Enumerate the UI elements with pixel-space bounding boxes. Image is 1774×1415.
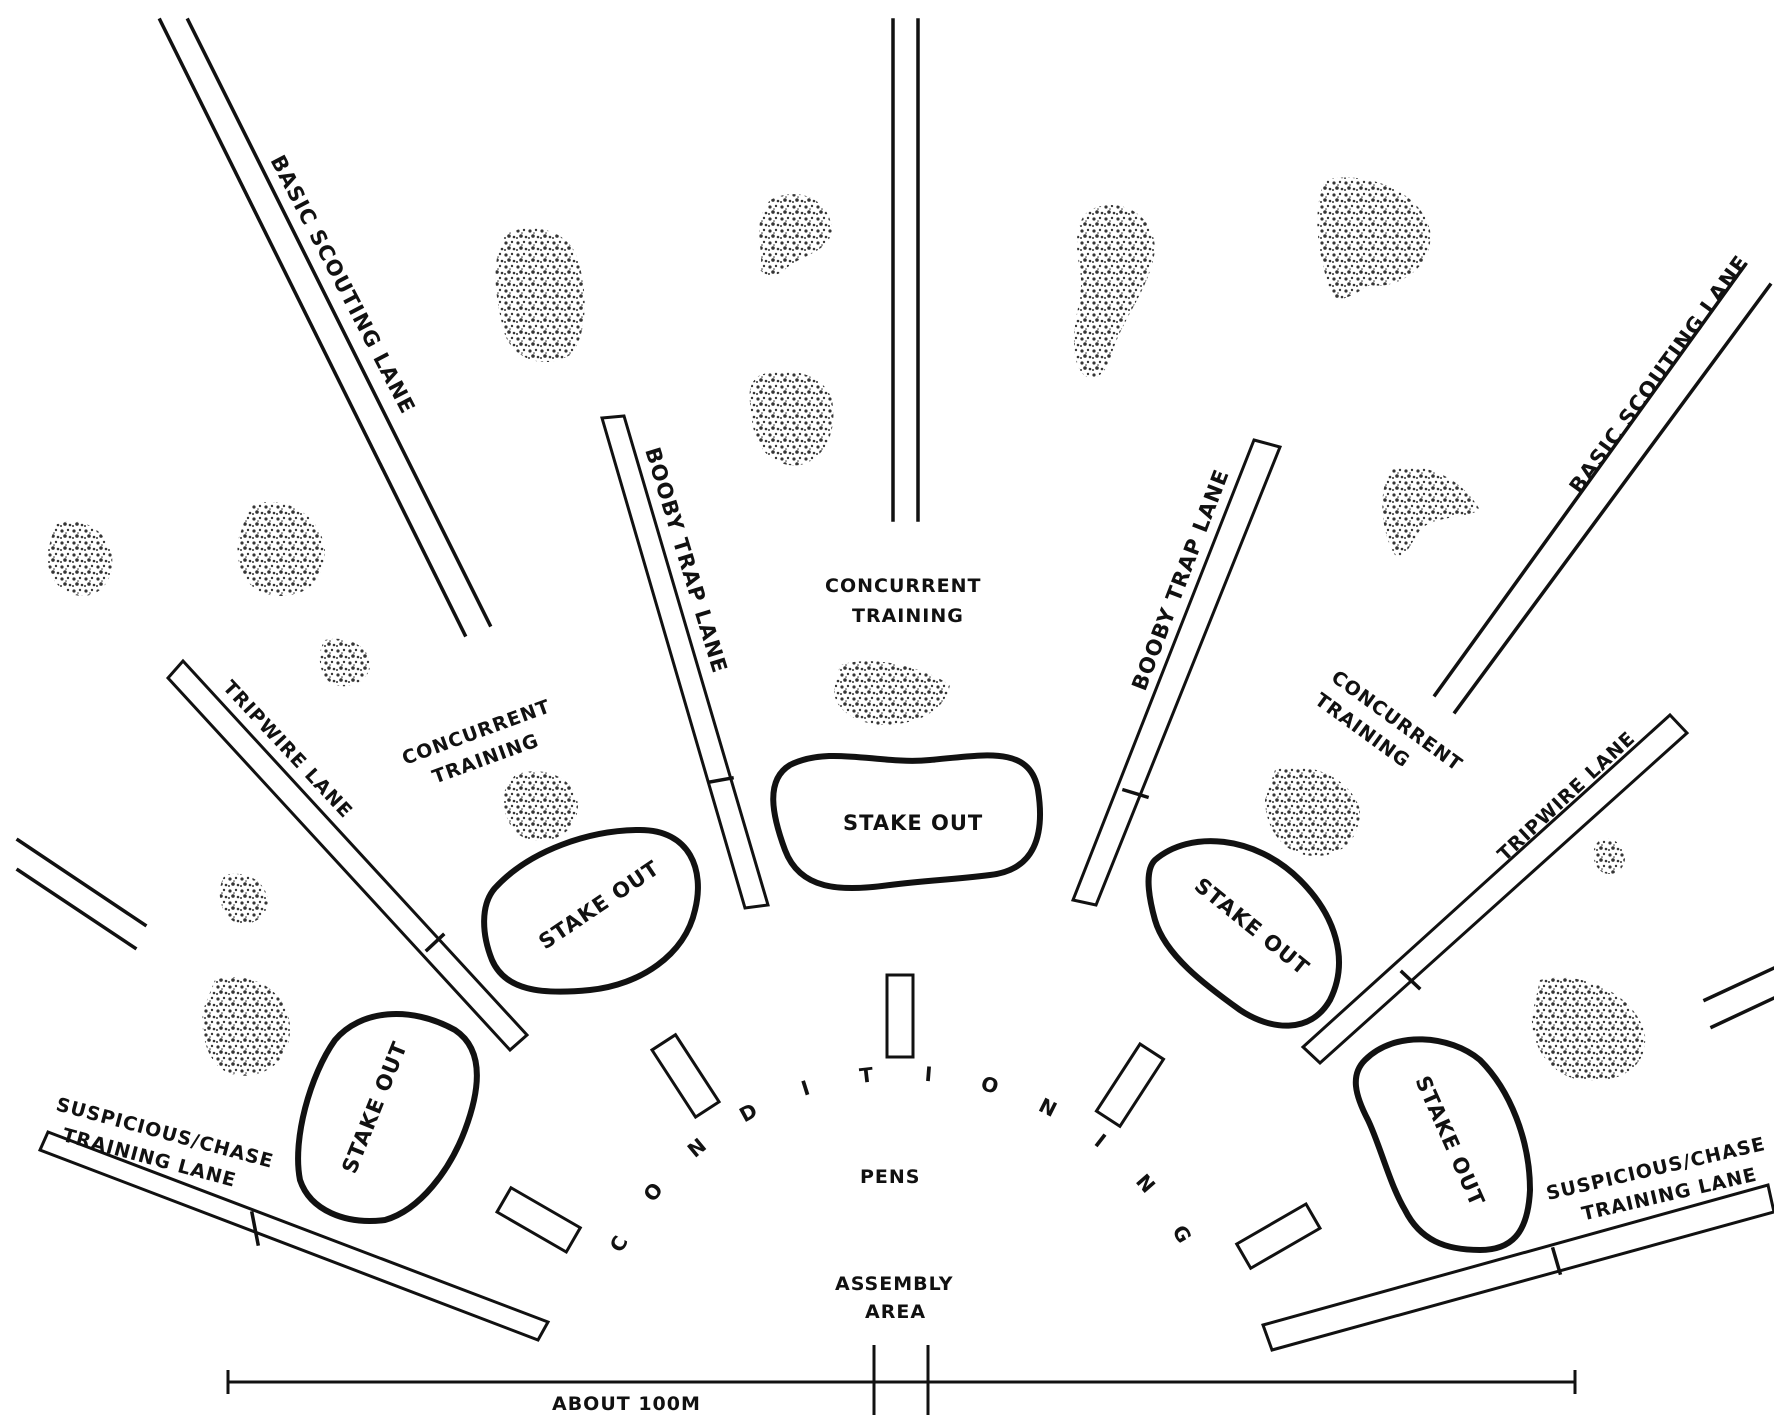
- bush-icon: [202, 977, 291, 1076]
- scale-bar: ABOUT 100M: [226, 1345, 1577, 1415]
- bush-icon: [834, 661, 950, 725]
- bush-icon: [759, 194, 832, 276]
- pen: [494, 1185, 583, 1255]
- bush-icon: [1531, 977, 1646, 1081]
- conditioning-letter: C: [605, 1232, 633, 1256]
- conditioning-letter: N: [1131, 1169, 1160, 1197]
- stake-out-area: [481, 827, 701, 995]
- stake-out-area: [295, 1011, 480, 1224]
- conditioning-letter: D: [735, 1098, 761, 1127]
- conditioning-letter: I: [798, 1076, 812, 1101]
- basic-scouting-lane-left-label: BASIC SCOUTING LANE: [266, 151, 420, 418]
- bush-icon: [1073, 204, 1155, 379]
- assembly-area-line1: ASSEMBLY: [835, 1273, 954, 1295]
- vegetation: [47, 177, 1646, 1081]
- bush-icon: [749, 371, 834, 466]
- pen: [1234, 1201, 1323, 1271]
- bush-icon: [319, 638, 370, 687]
- bush-icon: [495, 228, 585, 363]
- bush-icon: [47, 521, 113, 596]
- pen: [1094, 1041, 1166, 1129]
- conditioning-letter: I: [1090, 1129, 1111, 1153]
- lanes: [15, 17, 1774, 1352]
- concurrent-training-center-line2: TRAINING: [852, 605, 964, 627]
- conditioning-letter: O: [978, 1071, 1001, 1099]
- conditioning-letter: I: [924, 1062, 933, 1087]
- scale-label: ABOUT 100M: [552, 1393, 701, 1415]
- bush-icon: [219, 873, 268, 924]
- bush-icon: [1265, 766, 1360, 856]
- bush-icon: [1317, 177, 1431, 300]
- pen: [649, 1032, 722, 1120]
- bush-icon: [503, 771, 578, 841]
- assembly-area-label: ASSEMBLY AREA: [835, 1273, 954, 1323]
- bush-icon: [1593, 838, 1625, 875]
- stake-out-area: [1145, 838, 1342, 1029]
- bush-icon: [237, 502, 325, 596]
- bush-icon: [1382, 466, 1480, 556]
- pens: [494, 973, 1323, 1271]
- pens-label: PENS: [860, 1166, 921, 1188]
- stake-out-areas: [295, 752, 1533, 1253]
- stake-out-area: [1352, 1036, 1533, 1253]
- conditioning-letter: T: [858, 1062, 875, 1087]
- conditioning-letter: O: [638, 1178, 667, 1206]
- pen: [885, 973, 915, 1059]
- stake-out-area: [770, 752, 1043, 892]
- conditioning-letter: G: [1167, 1221, 1196, 1247]
- assembly-area-line2: AREA: [865, 1301, 926, 1323]
- conditioning-letter: N: [1035, 1093, 1061, 1122]
- basic-scouting-lane-right-label: BASIC SCOUTING LANE: [1565, 251, 1754, 498]
- conditioning-letter: N: [683, 1133, 711, 1162]
- stake-out-label-center: STAKE OUT: [843, 811, 983, 835]
- concurrent-training-center-line1: CONCURRENT: [825, 575, 981, 597]
